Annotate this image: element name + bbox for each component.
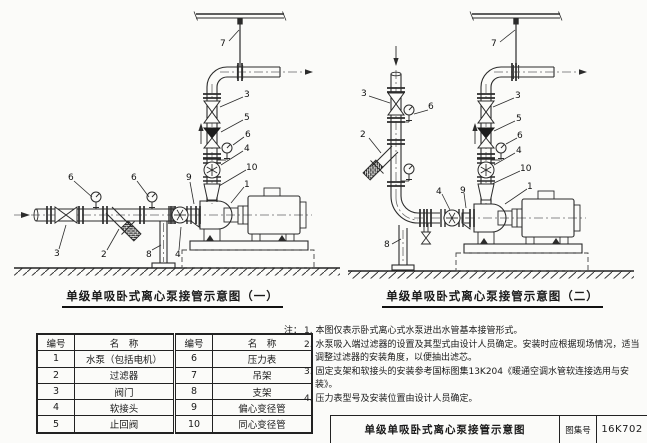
part-name: 同心变径管 (212, 415, 313, 434)
part-label: 4 (436, 187, 442, 197)
part-no: 9 (173, 399, 213, 417)
part-label: 4 (175, 250, 181, 260)
pressure-gauge-icon (403, 163, 415, 182)
part-no: 4 (36, 399, 75, 417)
pump-motor-set (182, 188, 314, 268)
leader-lines (368, 29, 528, 245)
part-label: 6 (68, 173, 74, 183)
part-label: 1 (527, 182, 533, 192)
note-item: 4. 压力表型号及安装位置由设计人员确定。 (304, 393, 478, 404)
support-icon (391, 225, 415, 271)
part-label: 3 (361, 89, 367, 99)
part-name: 水泵（包括电机） (74, 350, 175, 368)
strainer-icon (362, 145, 399, 181)
part-label: 3 (244, 90, 250, 100)
drain-valve-icon (420, 223, 432, 245)
suction-line (14, 191, 200, 269)
part-no: 6 (173, 350, 213, 368)
part-no: 8 (173, 382, 213, 401)
part-label: 5 (516, 114, 522, 124)
gate-valve-icon (387, 92, 405, 116)
part-label: 8 (146, 250, 152, 260)
part-label: 2 (360, 130, 366, 140)
part-label: 6 (517, 131, 523, 141)
col-header: 编号 (173, 333, 213, 352)
atlas-no-value: 16K702 (596, 416, 647, 443)
part-no: 5 (36, 415, 75, 434)
leader-lines (58, 29, 247, 251)
strainer-icon (105, 206, 142, 242)
diagram-2: 7 3 6 2 8 4 9 3 5 6 4 10 1 (348, 10, 634, 279)
part-label: 6 (428, 102, 434, 112)
table-row: 3 阀门 8 支架 (36, 382, 313, 401)
note-item: 1. 本图仅表示卧式离心式水泵进出水管基本接管形式。 (304, 326, 523, 336)
parts-table: 编号 名 称 编号 名 称 1 水泵（包括电机） 6 压力表 2 过滤器 7 吊… (36, 333, 313, 434)
part-label: 6 (131, 173, 137, 183)
part-label: 2 (101, 250, 107, 260)
part-no: 1 (36, 350, 75, 368)
diagram-1: 7 3 5 6 4 10 1 9 6 6 3 2 8 4 (14, 10, 340, 276)
discharge-riser (198, 63, 313, 204)
atlas-no-label: 图集号 (559, 416, 596, 443)
note-item: 2. 水泵吸入端过滤器的设置及其型式由设计人员确定。安装时应根据现场情况，适当调… (304, 339, 640, 364)
pressure-gauge-icon (90, 191, 102, 210)
sheet-title: 单级单吸卧式离心泵接管示意图 (364, 424, 526, 436)
part-label: 9 (460, 186, 466, 196)
notes-prefix: 注： (284, 326, 303, 336)
part-no: 7 (173, 366, 213, 384)
diagram2-caption: 单级单吸卧式离心泵接管示意图（二） (375, 288, 610, 308)
pressure-gauge-icon (403, 104, 415, 123)
table-row: 4 软接头 9 偏心变径管 (36, 399, 313, 417)
col-header: 编号 (36, 333, 75, 352)
part-no: 10 (173, 415, 213, 434)
part-labels-2: 7 3 6 2 8 4 9 3 5 6 4 10 1 (360, 39, 533, 250)
title-block: 单级单吸卧式离心泵接管示意图 图集号 16K702 (330, 415, 647, 443)
note-item: 3. 固定支架和软接头的安装参考国标图集13K204《暖通空调水管软连接选用与安… (304, 366, 629, 391)
part-labels-1: 7 3 5 6 4 10 1 9 6 6 3 2 8 4 (54, 39, 258, 260)
flexible-joint-icon (440, 208, 464, 228)
part-no: 3 (36, 382, 75, 401)
part-label: 10 (246, 163, 258, 173)
part-name: 软接头 (74, 399, 175, 417)
part-label: 9 (186, 173, 192, 183)
part-no: 2 (36, 366, 75, 384)
part-label: 3 (515, 91, 521, 101)
part-name: 止回阀 (74, 415, 175, 434)
part-label: 8 (384, 240, 390, 250)
table-row: 1 水泵（包括电机） 6 压力表 (36, 350, 313, 368)
diagram1-caption: 单级单吸卧式离心泵接管示意图（一） (55, 288, 290, 308)
suction-line (362, 46, 471, 271)
hanger-icon (193, 10, 287, 80)
table-row: 2 过滤器 7 吊架 (36, 366, 313, 384)
part-name: 过滤器 (74, 366, 175, 384)
pump-motor-set (456, 191, 588, 271)
part-name: 阀门 (74, 382, 175, 401)
part-label: 5 (244, 113, 250, 123)
col-header: 名 称 (74, 333, 175, 352)
table-header-row: 编号 名 称 编号 名 称 (36, 333, 313, 352)
part-label: 10 (520, 164, 532, 174)
piping-diagrams: 7 3 5 6 4 10 1 9 6 6 3 2 8 4 (14, 10, 634, 279)
notes: 注： 1. 本图仅表示卧式离心式水泵进出水管基本接管形式。 2. 水泵吸入端过滤… (284, 325, 644, 406)
part-label: 7 (491, 39, 497, 49)
eccentric-reducer-icon (190, 208, 200, 228)
support-icon (151, 221, 176, 269)
eccentric-reducer-icon (461, 212, 471, 230)
part-label: 3 (54, 249, 60, 259)
part-label: 4 (516, 146, 522, 156)
part-label: 6 (245, 130, 251, 140)
flexible-joint-icon (168, 205, 192, 225)
table-row: 5 止回阀 10 同心变径管 (36, 415, 313, 434)
pressure-gauge-icon (146, 191, 158, 210)
part-label: 4 (244, 144, 250, 154)
part-label: 7 (220, 39, 226, 49)
part-name: 偏心变径管 (212, 399, 313, 417)
part-label: 1 (244, 180, 250, 190)
